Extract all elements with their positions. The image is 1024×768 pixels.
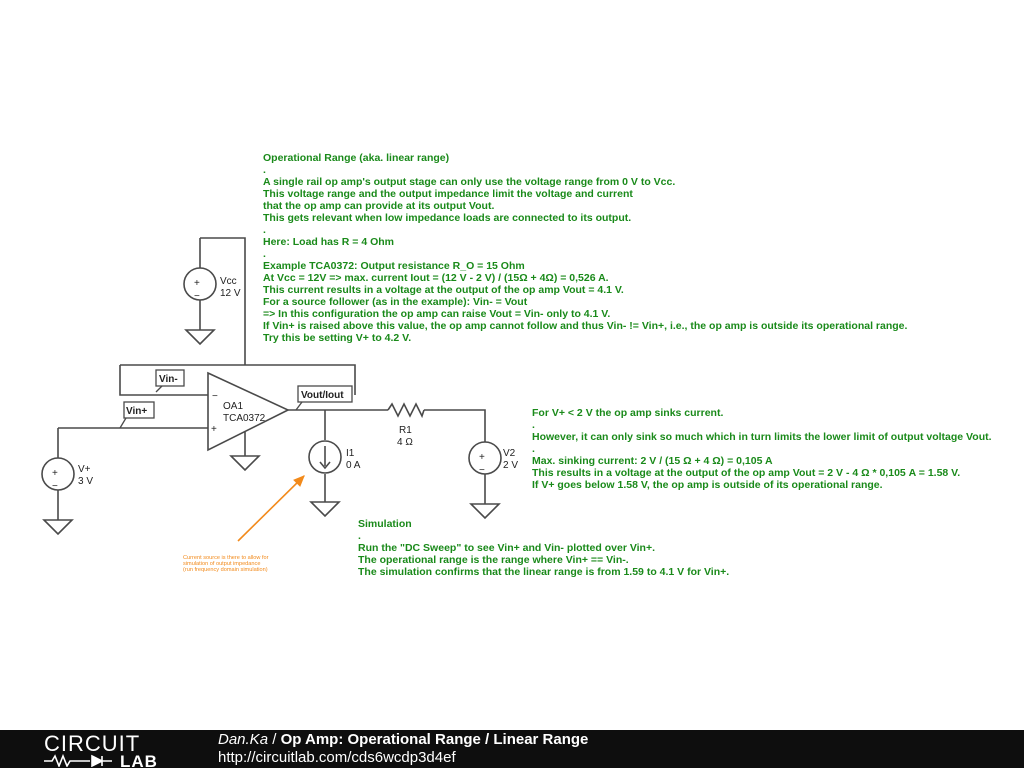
vcc-source[interactable]: + − Vcc 12 V xyxy=(183,267,241,302)
r1-value: 4 Ω xyxy=(397,437,413,448)
note-simulation-title: Simulation xyxy=(358,518,412,530)
note-operational-range-title: Operational Range (aka. linear range) xyxy=(263,152,450,164)
vplus-name: V+ xyxy=(78,464,91,475)
svg-text:−: − xyxy=(194,291,200,302)
annotation-arrow xyxy=(237,475,305,542)
logo-diode-icon xyxy=(91,754,112,767)
svg-text:+: + xyxy=(479,452,485,463)
ground-icon xyxy=(229,455,261,472)
note-simulation: Simulation. Run the "DC Sweep" to see Vi… xyxy=(358,518,729,578)
svg-text:−: − xyxy=(212,391,218,402)
svg-text:−: − xyxy=(52,481,58,492)
svg-text:+: + xyxy=(194,278,200,289)
r1-resistor[interactable]: R1 4 Ω xyxy=(387,402,425,448)
net-label-vout[interactable]: Vout/Iout xyxy=(295,385,353,411)
i1-current-source[interactable]: I1 0 A xyxy=(308,440,361,474)
r1-name: R1 xyxy=(399,425,412,436)
schematic-canvas: + − Vcc 12 V + − V+ 3 V + − V2 2 V I1 0 … xyxy=(41,237,518,542)
logo-bottom-text: LAB xyxy=(120,752,158,767)
vplus-value: 3 V xyxy=(78,476,93,487)
note-sinking-current: For V+ < 2 V the op amp sinks current. .… xyxy=(532,407,992,491)
circuit-url[interactable]: http://circuitlab.com/cds6wcdp3d4ef xyxy=(218,749,456,766)
net-label-vin-minus[interactable]: Vin- xyxy=(155,369,185,393)
note-current-source: Current source is there to allow for sim… xyxy=(183,555,269,574)
svg-text:+: + xyxy=(52,468,58,479)
opamp-oa1[interactable]: − + OA1 TCA0372 xyxy=(207,371,290,452)
net-label-vin-plus[interactable]: Vin+ xyxy=(119,401,155,429)
circuitlab-logo[interactable]: CIRCUIT LAB xyxy=(42,733,177,767)
ground-icon xyxy=(42,519,74,536)
logo-top-text: CIRCUIT xyxy=(44,733,140,756)
circuit-title: Op Amp: Operational Range / Linear Range xyxy=(280,731,589,748)
vcc-value: 12 V xyxy=(220,288,241,299)
v2-value: 2 V xyxy=(503,460,518,471)
svg-text:+: + xyxy=(211,424,217,435)
v2-name: V2 xyxy=(503,448,516,459)
note-operational-range: Operational Range (aka. linear range). A… xyxy=(263,152,907,344)
ground-icon xyxy=(184,329,216,346)
note-sinking-current-body: For V+ < 2 V the op amp sinks current. .… xyxy=(532,407,992,491)
author-link[interactable]: Dan.Ka xyxy=(218,731,269,748)
vin-plus-label: Vin+ xyxy=(126,406,147,417)
vcc-name: Vcc xyxy=(220,276,237,287)
note-operational-range-body: . A single rail op amp's output stage ca… xyxy=(263,164,908,344)
opamp-part: TCA0372 xyxy=(223,413,266,424)
i1-value: 0 A xyxy=(346,460,361,471)
circuit-attribution: Dan.Ka / Op Amp: Operational Range / Lin… xyxy=(218,731,588,748)
note-simulation-body: . Run the "DC Sweep" to see Vin+ and Vin… xyxy=(358,530,730,578)
vplus-source[interactable]: + − V+ 3 V xyxy=(41,457,93,492)
vout-label: Vout/Iout xyxy=(301,390,344,401)
footer-bar: CIRCUIT LAB Dan.Ka / Op Amp: Operational… xyxy=(0,730,1024,768)
logo-resistor-icon xyxy=(44,753,90,767)
vin-minus-label: Vin- xyxy=(159,374,178,385)
i1-name: I1 xyxy=(346,448,355,459)
wires xyxy=(57,237,486,520)
title-separator: / xyxy=(268,731,281,748)
v2-source[interactable]: + − V2 2 V xyxy=(468,441,518,476)
opamp-name: OA1 xyxy=(223,401,243,412)
svg-text:−: − xyxy=(479,465,485,476)
ground-icon xyxy=(469,503,501,520)
ground-symbols xyxy=(42,329,501,536)
ground-icon xyxy=(309,501,341,518)
